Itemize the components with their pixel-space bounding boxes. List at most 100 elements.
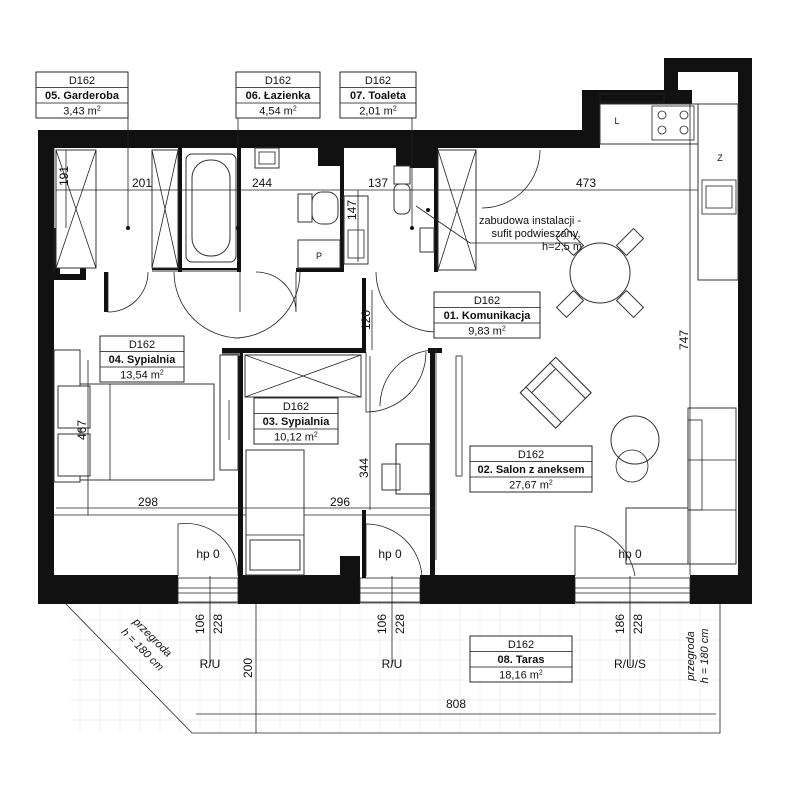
dim-201: 201	[132, 176, 152, 190]
coffee-tables	[610, 415, 660, 483]
room-name: 04. Sypialnia	[109, 354, 177, 366]
dim-467: 467	[75, 420, 89, 440]
room-name: 07. Toaleta	[350, 90, 407, 102]
room-label-box	[339, 71, 417, 119]
room-area-unit-sup: 2	[539, 670, 543, 677]
note-line-1: zabudowa instalacji -	[479, 215, 581, 227]
outer-walls	[38, 58, 752, 604]
dim-473: 473	[576, 176, 596, 190]
room-name: 01. Komunikacja	[444, 310, 532, 322]
room-label-box	[253, 397, 339, 445]
window-type-2: R/U	[382, 657, 403, 671]
room-label: D162 08. Taras 18,16 m2	[469, 635, 573, 683]
threshold-1: hp 0	[196, 547, 220, 561]
window-labels: R/U R/U R/U/S	[200, 657, 646, 671]
dim-106b: 106	[375, 614, 389, 634]
room-area-unit-sup: 2	[314, 432, 318, 439]
dim-244: 244	[252, 176, 272, 190]
room-code: D162	[474, 295, 500, 307]
desk	[381, 443, 431, 495]
room-area: 4,54 m2	[259, 106, 297, 118]
sofa	[625, 407, 737, 565]
room-code: D162	[129, 339, 155, 351]
room-name: 02. Salon z aneksem	[478, 464, 585, 476]
room-code: D162	[69, 75, 95, 87]
dimension-lines	[56, 104, 716, 733]
partition-right-height: h = 180 cm	[699, 629, 711, 684]
room-label: D162 04. Sypialnia 13,54 m2	[99, 335, 185, 383]
room-label-box	[99, 335, 185, 383]
armchair	[519, 356, 592, 429]
room-area: 13,54 m2	[120, 370, 164, 382]
window-type-3: R/U/S	[614, 657, 646, 671]
room-label-box	[469, 635, 573, 683]
dim-747: 747	[677, 330, 691, 350]
threshold-2: hp 0	[378, 547, 402, 561]
room-area-unit-sup: 2	[393, 106, 397, 113]
room-area: 10,12 m2	[274, 432, 318, 444]
installation-note: zabudowa instalacji - sufit podwieszany,…	[479, 215, 582, 253]
room-label-box	[235, 71, 321, 119]
note-line-2: sufit podwieszany,	[491, 228, 580, 240]
windows	[177, 93, 691, 603]
dim-191: 191	[57, 166, 71, 186]
dim-186: 186	[613, 614, 627, 634]
shower-label: P	[316, 251, 322, 261]
dim-296: 296	[330, 495, 350, 509]
room-area: 27,67 m2	[509, 480, 553, 492]
room-label-box	[433, 291, 541, 339]
room-label: D162 03. Sypialnia 10,12 m2	[253, 397, 339, 445]
dimension-labels: 191 201 244 137 473 147 120 747 467 298 …	[57, 166, 691, 711]
wardrobes	[55, 149, 477, 471]
bed-04	[53, 349, 215, 483]
dim-106a: 106	[193, 614, 207, 634]
window-type-1: R/U	[200, 657, 221, 671]
room-area-unit-sup: 2	[160, 370, 164, 377]
dim-228a: 228	[211, 614, 225, 634]
room-name: 08. Taras	[498, 654, 545, 666]
dim-228c: 228	[631, 614, 645, 634]
dining-set	[555, 227, 645, 319]
dim-298: 298	[138, 495, 158, 509]
room-area: 2,01 m2	[359, 106, 397, 118]
room-code: D162	[265, 75, 291, 87]
room-name: 03. Sypialnia	[263, 416, 331, 428]
dim-344: 344	[357, 458, 371, 478]
dim-808: 808	[446, 697, 466, 711]
bed-03	[245, 449, 305, 576]
room-area-unit-sup: 2	[293, 106, 297, 113]
room-label-box	[469, 445, 593, 493]
room-code: D162	[508, 639, 534, 651]
room-name: 05. Garderoba	[45, 90, 120, 102]
threshold-labels: hp 0 hp 0 hp 0	[196, 547, 642, 561]
dim-120: 120	[359, 310, 373, 330]
kitchen: L Z	[599, 103, 739, 281]
room-label: D162 02. Salon z aneksem 27,67 m2	[469, 445, 593, 493]
doors	[107, 149, 636, 577]
dim-147: 147	[345, 200, 359, 220]
room-label-box	[35, 71, 129, 119]
fridge-label: L	[614, 116, 619, 126]
room-area-unit-sup: 2	[97, 106, 101, 113]
room-area-unit-sup: 2	[502, 326, 506, 333]
partition-right: przegroda	[685, 631, 697, 682]
room-area-unit-sup: 2	[549, 480, 553, 487]
note-line-3: h=2,5 m	[542, 241, 582, 253]
room-area: 9,83 m2	[468, 326, 506, 338]
room-area: 18,16 m2	[499, 670, 543, 682]
room-label: D162 07. Toaleta 2,01 m2	[339, 71, 417, 119]
room-code: D162	[365, 75, 391, 87]
room-area: 3,43 m2	[63, 106, 101, 118]
oven-label: Z	[717, 153, 723, 163]
threshold-3: hp 0	[618, 547, 642, 561]
room-code: D162	[518, 449, 544, 461]
dim-137: 137	[368, 176, 388, 190]
dim-200: 200	[241, 658, 255, 678]
bathroom-fixtures: P	[185, 147, 435, 269]
dim-228b: 228	[393, 614, 407, 634]
room-code: D162	[283, 401, 309, 413]
room-label: D162 01. Komunikacja 9,83 m2	[433, 291, 541, 339]
